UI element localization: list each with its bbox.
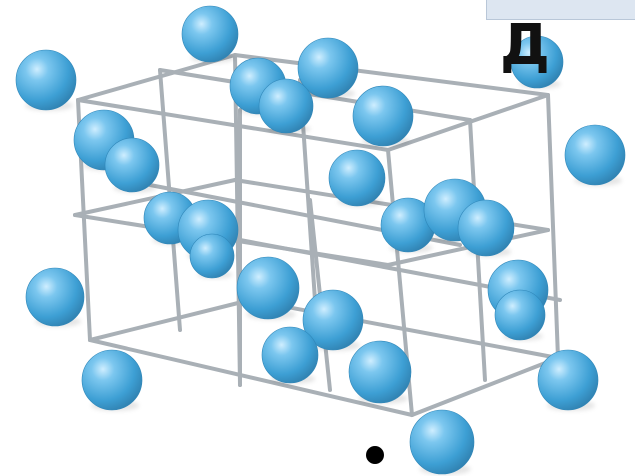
lattice-rod [90,300,250,340]
bullet-point-icon [366,446,384,464]
atom-sphere [105,138,159,192]
atom-sphere [262,327,318,383]
lattice-rod [548,95,558,358]
atom-sphere [190,234,234,278]
atom-sphere [495,290,545,340]
atom-sphere [349,341,411,403]
atom-sphere [565,125,625,185]
atom-sphere [82,350,142,410]
atom-sphere [353,86,413,146]
atom-sphere [259,79,313,133]
atom-sphere [26,268,84,326]
atom-sphere [182,6,238,62]
atom-sphere [237,257,299,319]
caption-letter: Д [500,14,550,78]
atom-sphere [16,50,76,110]
atom-sphere [458,200,514,256]
atom-sphere [329,150,385,206]
atom-sphere [410,410,474,474]
atom-sphere [538,350,598,410]
